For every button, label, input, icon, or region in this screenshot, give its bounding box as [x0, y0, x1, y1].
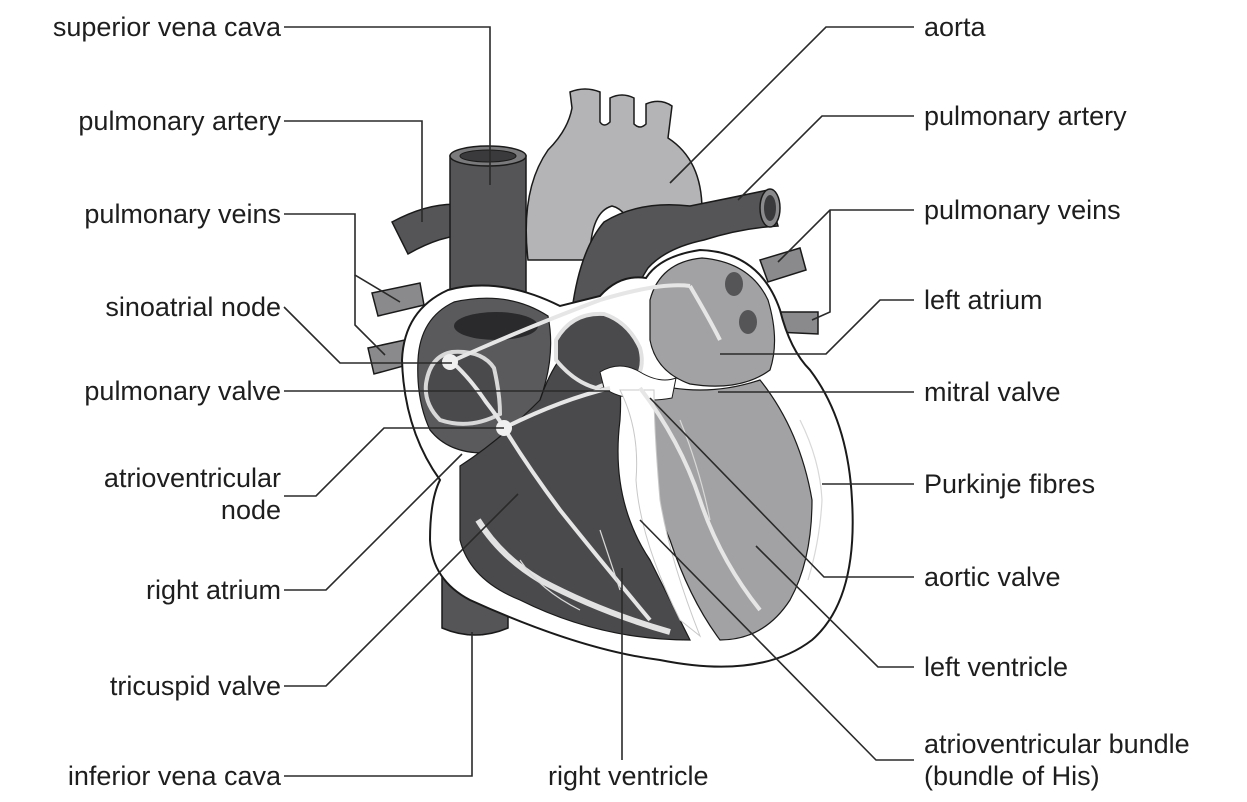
- leader-pulmonary-veins-left: [284, 214, 400, 302]
- label-pulmonary-valve: pulmonary valve: [84, 375, 281, 407]
- leader-pulmonary-veins-right-2: [812, 210, 830, 320]
- label-inferior-vena-cava: inferior vena cava: [68, 760, 281, 792]
- label-left-ventricle: left ventricle: [924, 651, 1068, 683]
- label-purkinje-fibres: Purkinje fibres: [924, 468, 1095, 500]
- pulmonary-vein-right-upper: [760, 248, 806, 282]
- label-right-atrium: right atrium: [146, 574, 281, 606]
- label-atrioventricular-node-line1: atrioventricular: [104, 462, 281, 494]
- leader-inferior-vena-cava: [284, 632, 472, 776]
- label-pulmonary-veins-right: pulmonary veins: [924, 194, 1121, 226]
- label-pulmonary-veins-left: pulmonary veins: [84, 198, 281, 230]
- label-atrioventricular-bundle: atrioventricular bundle (bundle of His): [924, 728, 1190, 792]
- label-left-atrium: left atrium: [924, 284, 1043, 316]
- pulmonary-vein-left-upper: [372, 283, 424, 316]
- label-right-ventricle: right ventricle: [548, 760, 698, 792]
- label-atrioventricular-bundle-line2: (bundle of His): [924, 760, 1190, 792]
- sinoatrial-node-marker: [442, 354, 458, 370]
- leader-pulmonary-artery-left: [284, 121, 422, 222]
- label-tricuspid-valve: tricuspid valve: [110, 670, 281, 702]
- label-pulmonary-artery-left: pulmonary artery: [78, 105, 281, 137]
- label-atrioventricular-node: atrioventricular node: [104, 462, 281, 526]
- label-aorta: aorta: [924, 11, 986, 43]
- label-pulmonary-artery-right: pulmonary artery: [924, 100, 1127, 132]
- label-atrioventricular-bundle-line1: atrioventricular bundle: [924, 728, 1190, 760]
- label-superior-vena-cava: superior vena cava: [53, 11, 281, 43]
- label-sinoatrial-node: sinoatrial node: [105, 291, 281, 323]
- leader-pulmonary-artery-right: [738, 116, 914, 200]
- label-atrioventricular-node-line2: node: [104, 494, 281, 526]
- leader-aorta: [670, 27, 914, 183]
- label-mitral-valve: mitral valve: [924, 376, 1061, 408]
- label-aortic-valve: aortic valve: [924, 561, 1061, 593]
